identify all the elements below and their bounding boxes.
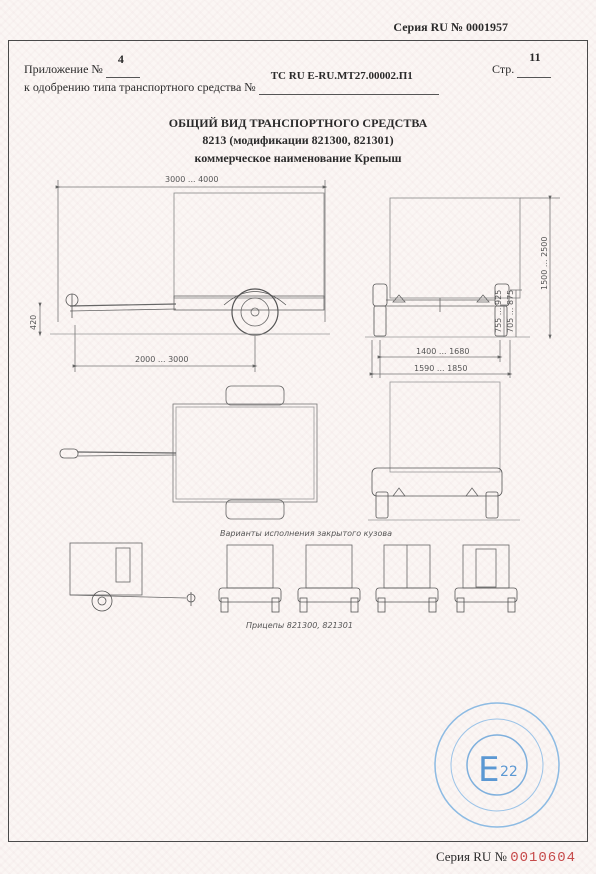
dim-hitch-height: 420: [29, 315, 38, 330]
dim-height-1: 705 ... 875: [506, 290, 515, 333]
annex-label: Приложение №: [24, 62, 103, 76]
page-number-field: 11: [517, 50, 552, 78]
annex-number-field: 4: [105, 52, 140, 78]
body-variant-1: [218, 544, 282, 613]
page-frame: [8, 40, 588, 842]
body-variant-3: [375, 544, 439, 613]
annex-line: Приложение № 4: [24, 52, 140, 78]
dim-wheelbase: 2000 ... 3000: [135, 355, 188, 364]
side-view: [38, 180, 330, 372]
body-variants-caption: Варианты исполнения закрытого кузова: [220, 529, 393, 538]
approval-label: к одобрению типа транспортного средства …: [24, 80, 256, 94]
body-variant-2: [297, 544, 361, 613]
certification-stamp: E 22: [434, 702, 560, 828]
commercial-name: коммерческое наименование Крепыш: [194, 151, 402, 165]
series-number-top: Серия RU № 0001957: [393, 20, 508, 34]
rear-view: [365, 195, 560, 378]
model-line: 8213 (модификации 821300, 821301): [202, 133, 394, 147]
stamp-mark: E: [478, 750, 499, 790]
dim-total-height: 1500 ... 2500: [540, 237, 549, 290]
dim-height-2: 755 ... 925: [494, 290, 503, 333]
trailers-caption: Прицепы 821300, 821301: [246, 621, 353, 630]
page-number: 11: [529, 50, 541, 64]
series-number: 0010604: [510, 850, 576, 866]
closed-trailer-side: [69, 542, 196, 612]
annex-number: 4: [117, 52, 124, 66]
stamp-number: 22: [500, 764, 518, 780]
dim-track: 1400 ... 1680: [416, 347, 469, 356]
page-line: Стр. 11: [492, 50, 552, 78]
approval-number: ТС RU E-RU.MT27.00002.П1: [270, 70, 413, 82]
dim-width: 1590 ... 1850: [414, 364, 467, 373]
rear-view-closed: [368, 381, 520, 521]
top-view: [59, 385, 318, 520]
dim-length: 3000 ... 4000: [165, 175, 218, 184]
approval-line: к одобрению типа транспортного средства …: [24, 70, 439, 95]
approval-number-field: ТС RU E-RU.MT27.00002.П1: [258, 70, 439, 95]
series-number-bottom: Серия RU № 0010604: [436, 849, 576, 866]
body-variant-4: [454, 544, 518, 613]
drawing-title: ОБЩИЙ ВИД ТРАНСПОРТНОГО СРЕДСТВА: [168, 116, 428, 130]
page-label: Стр.: [492, 62, 515, 76]
series-label: Серия RU №: [435, 849, 507, 864]
